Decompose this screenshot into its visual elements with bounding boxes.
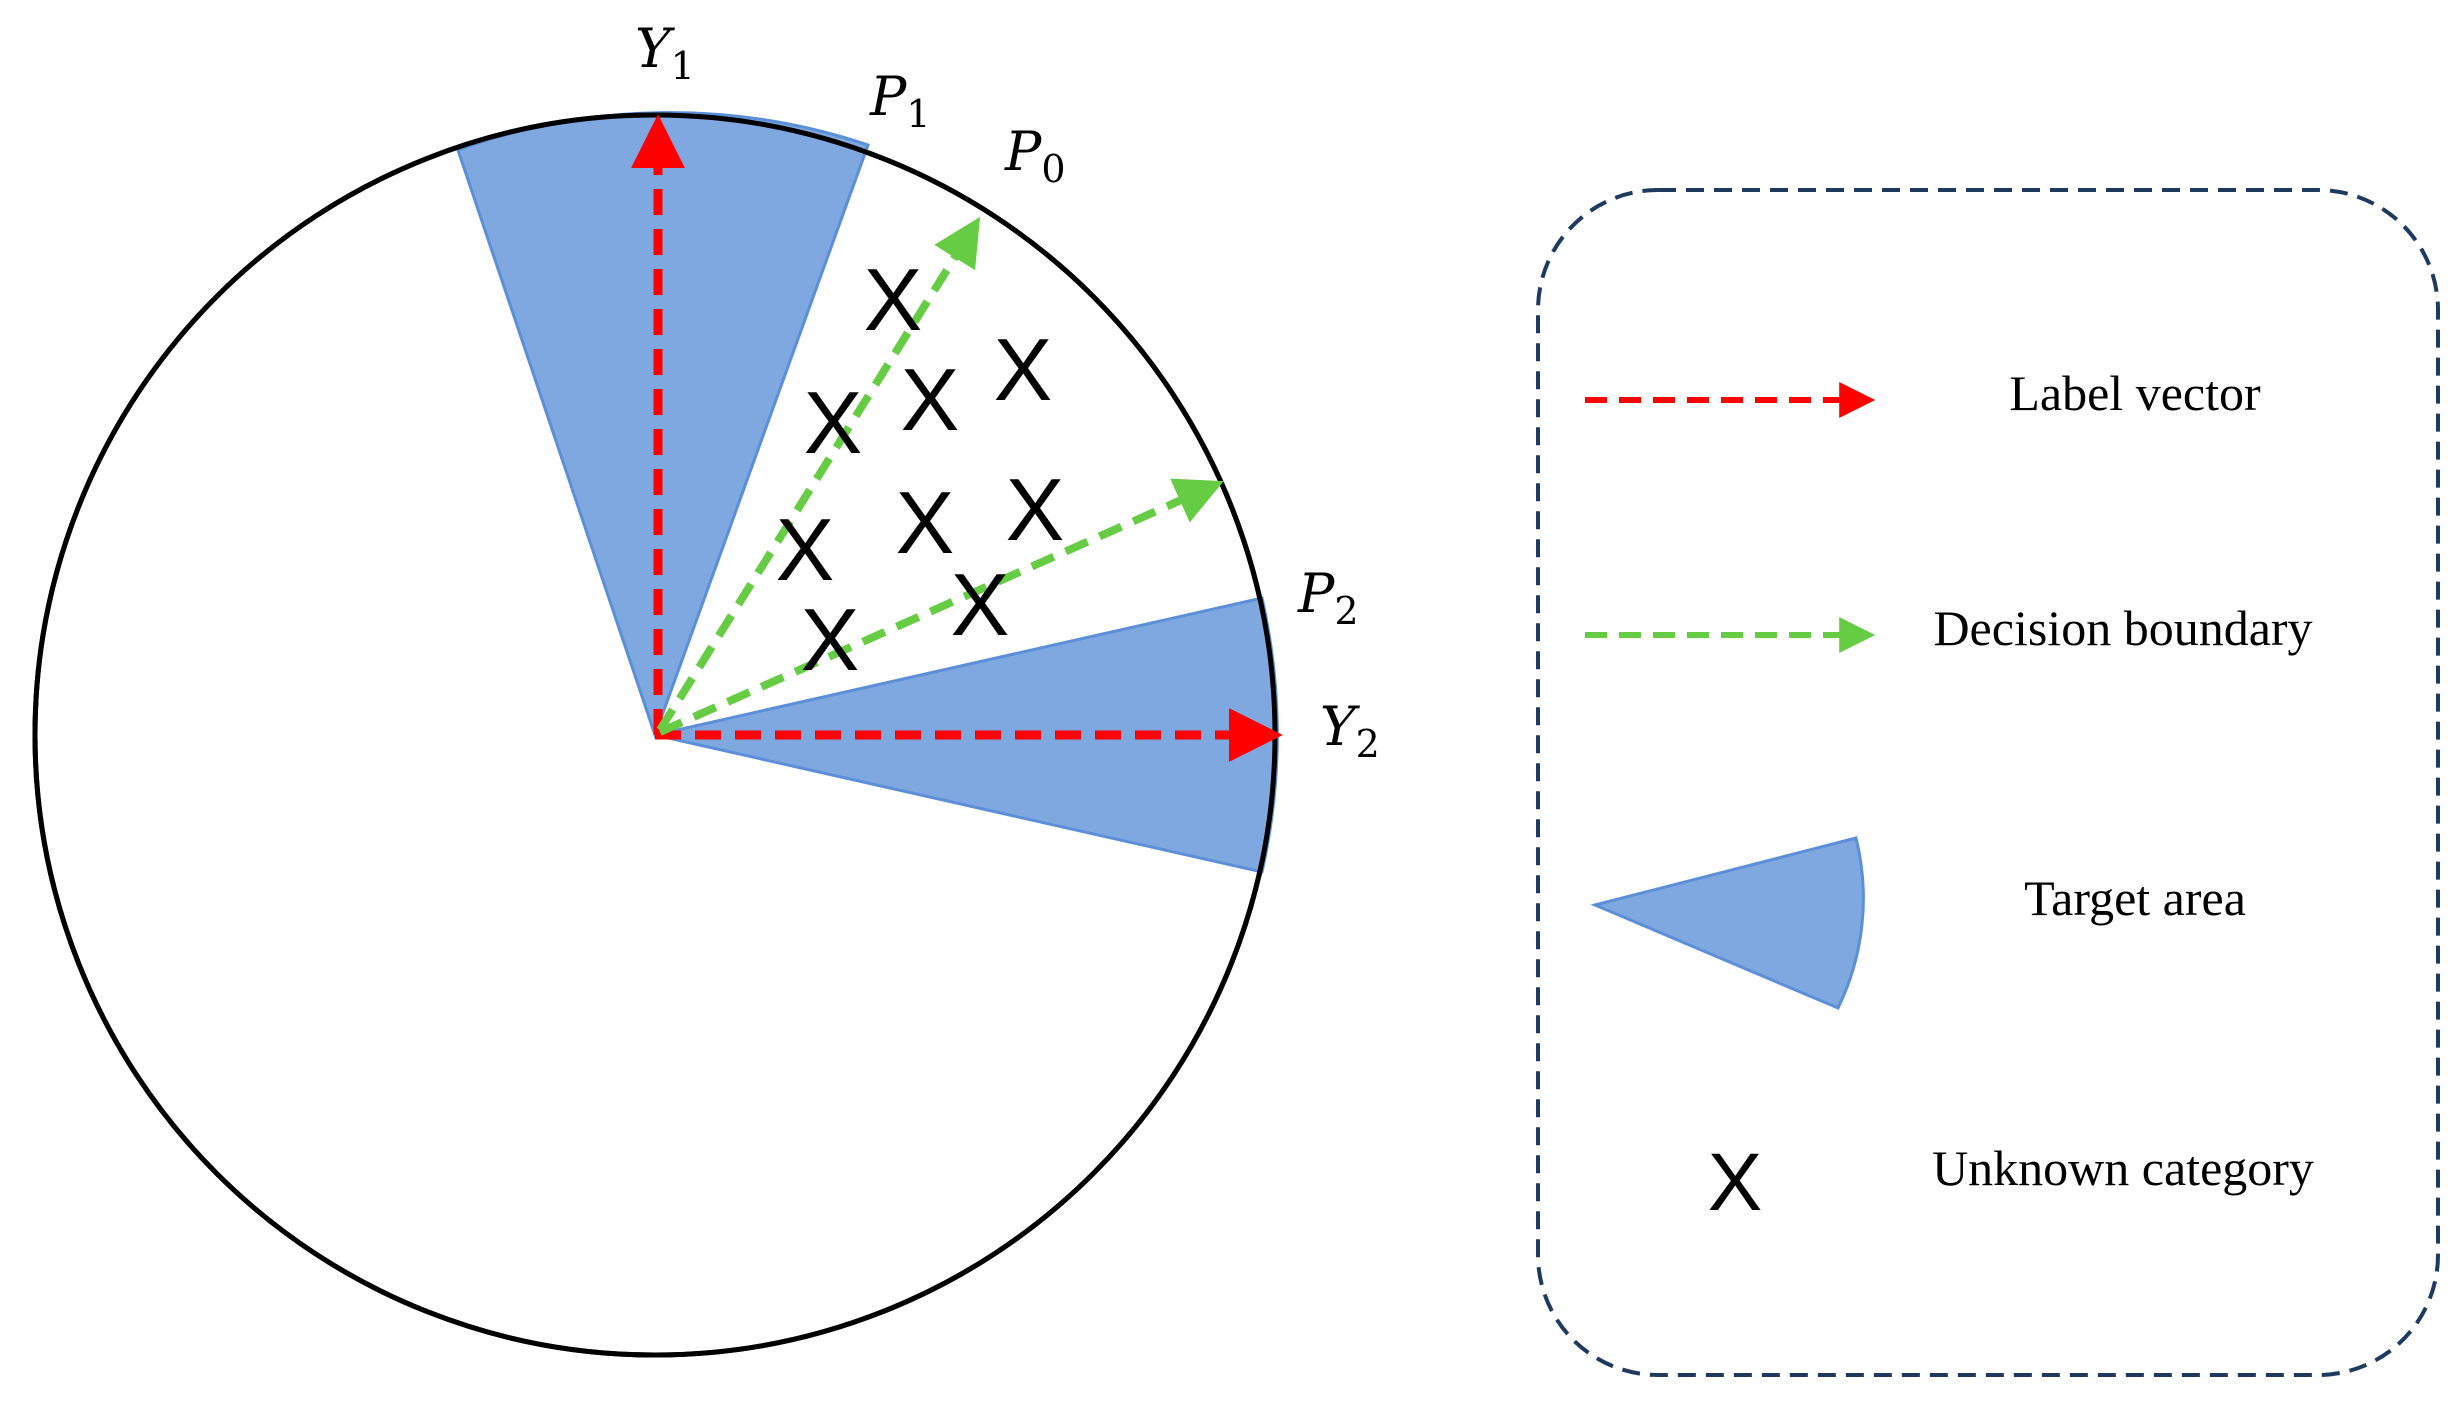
label-y2: Y2 xyxy=(1320,695,1380,766)
label-y1: Y1 xyxy=(635,17,695,88)
legend-decision-boundary-text: Decision boundary xyxy=(1933,600,2312,656)
unknown-marker: X xyxy=(896,473,955,572)
unknown-marker: X xyxy=(804,373,863,472)
unknown-marker: X xyxy=(776,500,835,599)
legend-label-vector-text: Label vector xyxy=(2009,365,2261,421)
unknown-marker: X xyxy=(864,250,923,349)
unknown-marker: X xyxy=(1006,460,1065,559)
decision-boundary-p0-arrow xyxy=(656,216,981,733)
decision-boundary-lower-arrow xyxy=(658,478,1224,736)
legend-unknown-marker: X xyxy=(1708,1137,1763,1228)
legend-unknown-category-text: Unknown category xyxy=(1932,1140,2314,1196)
legend-box xyxy=(1536,188,2440,1377)
label-p0: P0 xyxy=(1004,120,1066,191)
unknown-marker: X xyxy=(951,555,1010,654)
label-p1: P1 xyxy=(869,65,931,136)
label-p2: P2 xyxy=(1297,562,1359,633)
unknown-marker: X xyxy=(994,320,1053,419)
unknown-marker: X xyxy=(901,350,960,449)
unknown-marker: X xyxy=(801,590,860,689)
legend-target-area-text: Target area xyxy=(2024,870,2246,926)
legend-target-area-swatch xyxy=(1590,836,1865,1010)
